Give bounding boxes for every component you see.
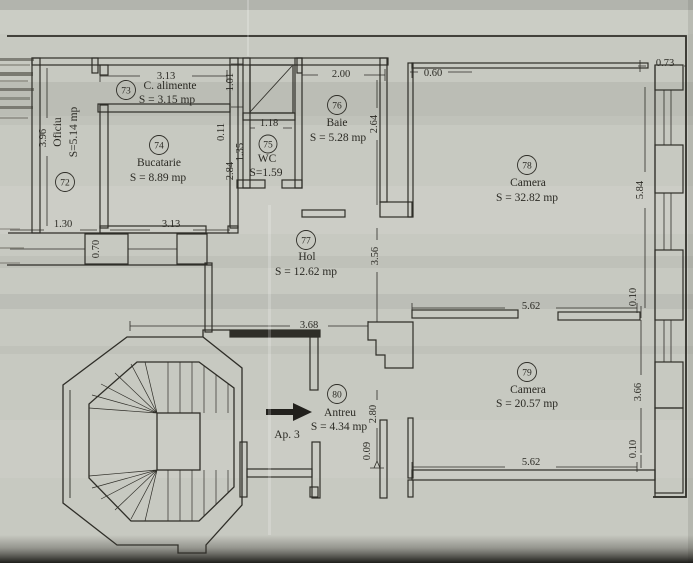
room-camera79-area: S = 20.57 mp (496, 398, 558, 410)
room-calimente-name: C. alimente (143, 80, 196, 92)
room-oficiu-name: Oficiu (52, 117, 64, 147)
room-oficiu-area: S=5.14 mp (68, 106, 80, 157)
room-baie-name: Baie (326, 117, 347, 129)
room-74-badge (149, 135, 169, 155)
dim-hol-width: 3.68 (300, 320, 318, 331)
dim-baie-depth: 2.64 (369, 114, 380, 133)
right-window-wall (654, 64, 686, 498)
room-camera78-name: Camera (510, 177, 546, 189)
room-bucatarie-name: Bucatarie (137, 157, 181, 169)
dim-nib-bottom: 0.10 (628, 440, 639, 458)
room-78-number: 78 (522, 162, 532, 172)
dim-wall-011: 0.11 (216, 123, 227, 141)
dim-pier-070: 0.70 (91, 240, 102, 258)
dim-oficiu-width: 1.30 (54, 219, 72, 230)
dim-camera78-width: 5.62 (522, 301, 540, 312)
room-72-number: 72 (60, 179, 70, 189)
dim-recess-width: 0.60 (424, 68, 442, 79)
dim-camera79-width: 5.62 (522, 457, 540, 468)
stair-inner-outline (88, 361, 235, 522)
dim-bucatarie-depth: 2.84 (225, 161, 236, 180)
room-78-badge (517, 155, 537, 175)
dimension-lines (10, 60, 686, 472)
stair-steps-top (88, 361, 229, 414)
room-77-badge (296, 230, 316, 250)
room-73-badge (116, 80, 136, 100)
walls (7, 35, 687, 499)
dim-009: 0.09 (362, 442, 373, 460)
dim-calimente-depth: 1.01 (225, 73, 236, 91)
room-76-number: 76 (332, 102, 342, 112)
dim-wc-depth: 1.35 (235, 143, 246, 161)
dim-oficiu-height: 3.96 (38, 129, 49, 147)
dim-camera79-height: 3.66 (633, 383, 644, 401)
room-79-number: 79 (522, 369, 532, 379)
stepped-pier (367, 321, 414, 369)
room-antreu-area: S = 4.34 mp (311, 421, 368, 433)
room-antreu-name: Antreu (324, 407, 356, 419)
room-75-badge (258, 134, 278, 154)
apartment-label: Ap. 3 (274, 429, 300, 441)
room-labels: 72 Oficiu S=5.14 mp 73 C. alimente S = 3… (52, 80, 558, 433)
room-hol-name: Hol (298, 251, 315, 263)
room-79-badge (517, 362, 537, 382)
scan-bottom-shadow (0, 535, 693, 563)
room-80-number: 80 (332, 391, 342, 401)
entrance: Ap. 3 (266, 403, 312, 441)
room-wc-area: S=1.59 (249, 167, 282, 179)
entrance-arrow-icon (266, 403, 312, 421)
dim-wc-width: 1.18 (260, 118, 278, 129)
dim-bucatarie-width: 3.13 (162, 219, 180, 230)
dimension-labels: 3.13 1.01 2.00 2.64 0.60 0.73 3.96 0.11 … (38, 58, 674, 468)
room-bucatarie-area: S = 8.89 mp (130, 172, 187, 184)
dim-calimente-width: 3.13 (157, 71, 175, 82)
dim-nib-top: 0.10 (628, 288, 639, 306)
shaft-diagonal (249, 65, 293, 113)
dim-pier-top-right: 0.73 (656, 58, 674, 69)
room-76-badge (327, 95, 347, 115)
window-glazing-lines (663, 90, 672, 362)
dim-antreu-height: 2.80 (368, 405, 379, 423)
room-camera78-area: S = 32.82 mp (496, 192, 558, 204)
dim-hol-height: 3.56 (370, 247, 381, 265)
room-hol-area: S = 12.62 mp (275, 266, 337, 278)
room-75-number: 75 (263, 141, 273, 151)
room-baie-area: S = 5.28 mp (310, 132, 367, 144)
room-77-number: 77 (301, 237, 311, 247)
dim-baie-width: 2.00 (332, 69, 350, 80)
stair-steps-bottom (88, 469, 229, 522)
dim-camera78-height: 5.84 (635, 180, 646, 199)
room-wc-name: WC (258, 153, 277, 165)
stair-well (156, 412, 201, 471)
room-camera79-name: Camera (510, 384, 546, 396)
room-72-badge (55, 172, 75, 192)
room-80-badge (327, 384, 347, 404)
room-73-number: 73 (121, 87, 131, 97)
room-calimente-area: S = 3.15 mp (139, 94, 196, 106)
room-74-number: 74 (154, 142, 164, 152)
